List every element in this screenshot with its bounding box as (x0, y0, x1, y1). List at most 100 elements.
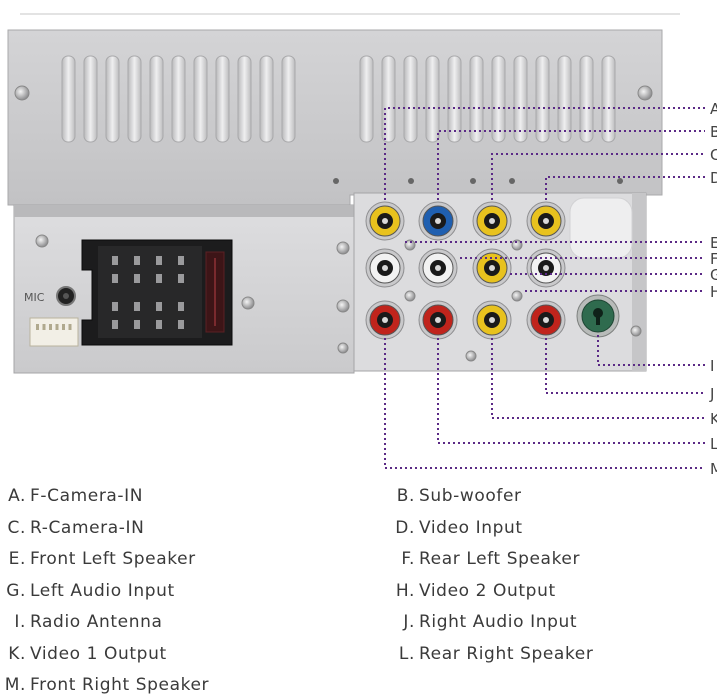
screw-icon (241, 296, 255, 310)
screw-icon (511, 290, 523, 302)
vent-slot (193, 55, 208, 143)
screw-icon (14, 85, 30, 101)
rivet-icon (470, 178, 476, 184)
legend-label: F-Camera-IN (30, 486, 144, 506)
callout-line (384, 338, 705, 469)
legend-item: B.Sub-woofer (389, 486, 522, 506)
vent-slot (359, 55, 374, 143)
rivet-icon (333, 178, 339, 184)
rivet-icon (509, 178, 515, 184)
legend-item: L.Rear Right Speaker (389, 644, 593, 664)
screw-icon (336, 299, 350, 313)
vent-slot (61, 55, 76, 143)
vent-slot (105, 55, 120, 143)
legend-letter: C. (7, 517, 26, 538)
legend-label: Sub-woofer (419, 486, 522, 506)
usb-socket (29, 317, 79, 347)
rivet-icon (617, 178, 623, 184)
legend-label: Video Input (419, 517, 523, 538)
callout-letter: K (710, 410, 717, 428)
legend-label: Rear Left Speaker (419, 549, 581, 569)
legend-label: Right Audio Input (419, 612, 578, 632)
legend-item: J.Right Audio Input (389, 612, 577, 632)
rca-jack (526, 300, 566, 340)
rca-jack (418, 201, 458, 241)
legend-label: Video 2 Output (419, 580, 556, 601)
screw-icon (637, 85, 653, 101)
legend-item: F.Rear Left Speaker (389, 549, 580, 569)
callout-line (437, 338, 705, 444)
callout-letter: E (710, 234, 717, 252)
radio-antenna-socket (576, 294, 620, 338)
callout-letter: F (710, 250, 717, 268)
vent-slot (557, 55, 572, 143)
legend-item: C.R-Camera-IN (0, 518, 144, 538)
rca-jack (418, 300, 458, 340)
legend-letter: L. (398, 643, 415, 664)
legend-label: Rear Right Speaker (419, 643, 594, 664)
blank-cover (569, 197, 633, 259)
legend-label: Front Right Speaker (30, 675, 210, 695)
callout-letter: A (710, 100, 717, 118)
vent-slot (259, 55, 274, 143)
legend-letter: I. (14, 612, 26, 632)
rca-jack (365, 201, 405, 241)
ventilation-slots (61, 55, 616, 143)
callout-letter: J (709, 385, 714, 403)
rca-jacks (365, 201, 566, 340)
legend-letter: J. (403, 612, 415, 632)
connector-pins (112, 256, 184, 329)
rca-jack (418, 248, 458, 288)
callout-line (491, 338, 705, 419)
vent-slot (403, 55, 418, 143)
rca-jack (472, 300, 512, 340)
legend-item: H.Video 2 Output (389, 581, 556, 601)
legend-item: G.Left Audio Input (0, 581, 175, 601)
callout-letter: C (710, 146, 717, 164)
legend-item: I.Radio Antenna (0, 612, 162, 632)
vent-slot (601, 55, 616, 143)
callout-letter: G (710, 266, 717, 284)
legend-letter: K. (8, 643, 26, 664)
legend-item: M.Front Right Speaker (0, 675, 209, 695)
callout-letter: M (710, 460, 717, 478)
callout-line (545, 338, 705, 394)
screw-icon (404, 239, 416, 251)
vent-slot (83, 55, 98, 143)
vent-slot (469, 55, 484, 143)
legend-item: A.F-Camera-IN (0, 486, 143, 506)
vent-slot (491, 55, 506, 143)
legend-label: Left Audio Input (30, 580, 175, 601)
rca-jack (526, 201, 566, 241)
legend-letter: M. (4, 675, 26, 695)
screw-icon (35, 234, 49, 248)
vent-slot (381, 55, 396, 143)
callout-letter: D (710, 169, 717, 187)
rca-panel (353, 192, 647, 372)
rca-jack (526, 248, 566, 288)
screw-icon (630, 325, 642, 337)
vent-slot (237, 55, 252, 143)
callout-letter: B (710, 123, 717, 141)
vent-slot (215, 55, 230, 143)
legend-letter: G. (6, 580, 26, 601)
mic-label: MIC (24, 291, 45, 304)
screw-icon (337, 342, 349, 354)
rca-jack (472, 201, 512, 241)
rca-jack (365, 300, 405, 340)
callout-line (491, 153, 705, 200)
legend-label: Front Left Speaker (30, 549, 196, 569)
legend-letter: A. (8, 486, 26, 506)
rca-jack (365, 248, 405, 288)
legend-letter: F. (401, 549, 415, 569)
wiring-harness-panel: MIC (13, 204, 355, 374)
legend-letter: D. (395, 517, 415, 538)
vent-slot (281, 55, 296, 143)
legend-label: Radio Antenna (30, 612, 163, 632)
screw-icon (336, 241, 350, 255)
top-chassis-plate (7, 29, 663, 206)
legend-letter: E. (8, 549, 26, 569)
vent-slot (535, 55, 550, 143)
screw-icon (511, 239, 523, 251)
